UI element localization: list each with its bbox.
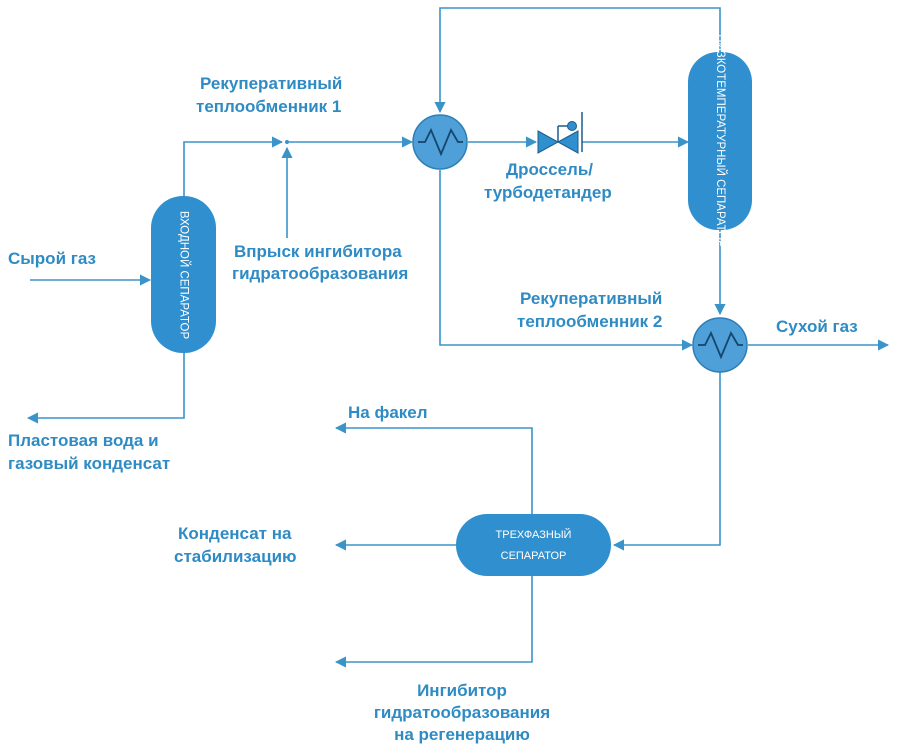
water-condensate-pipe bbox=[26, 352, 185, 424]
inlet-separator-label: ВХОДНОЙ СЕПАРАТОР bbox=[177, 211, 190, 340]
recup-hx1-label-line1: Рекуперативный bbox=[200, 74, 342, 93]
lts-gas-return-pipe bbox=[434, 7, 721, 114]
raw-gas-label: Сырой газ bbox=[8, 249, 96, 268]
inhibitor-regen-pipe bbox=[334, 576, 533, 668]
lowtemp-separator: НИЗКОТЕМПЕРАТУРНЫЙ СЕПАРАТОР bbox=[688, 34, 752, 248]
inhibitor-regen-label-line2: гидратообразования bbox=[374, 703, 550, 722]
recup-hx2-label-line2: теплообменник 2 bbox=[517, 312, 662, 331]
inhibitor-injection-label-line2: гидратообразования bbox=[232, 264, 408, 283]
threephase-separator-label-line2: СЕПАРАТОР bbox=[501, 550, 567, 562]
mixing-point bbox=[285, 140, 289, 144]
inhibitor-regen-label-line1: Ингибитор bbox=[417, 681, 507, 700]
inhibitor-regen-label-line3: на регенерацию bbox=[394, 725, 530, 744]
hx2-to-3phase-pipe bbox=[612, 372, 721, 551]
heat-exchanger-icon bbox=[692, 317, 748, 373]
heat-exchanger-icon bbox=[412, 114, 468, 170]
water-condensate-label-line1: Пластовая вода и bbox=[8, 431, 159, 450]
condensate-stab-label-line2: стабилизацию bbox=[174, 547, 297, 566]
threephase-separator: ТРЕХФАЗНЫЙ СЕПАРАТОР bbox=[456, 514, 611, 576]
throttle-valve-icon bbox=[537, 112, 583, 154]
recup-hx1-label-line2: теплообменник 1 bbox=[196, 97, 341, 116]
dry-gas-label: Сухой газ bbox=[776, 317, 858, 336]
water-condensate-label-line2: газовый конденсат bbox=[8, 454, 170, 473]
lowtemp-separator-label: НИЗКОТЕМПЕРАТУРНЫЙ СЕПАРАТОР bbox=[714, 34, 727, 248]
flare-pipe bbox=[334, 422, 533, 515]
throttle-label-line2: турбодетандер bbox=[484, 183, 612, 202]
inhibitor-injection-label-line1: Впрыск ингибитора bbox=[234, 242, 402, 261]
separator-gas-outlet-pipe bbox=[183, 136, 284, 200]
recup-hx2-label-line1: Рекуперативный bbox=[520, 289, 662, 308]
inlet-separator: ВХОДНОЙ СЕПАРАТОР bbox=[151, 196, 216, 353]
throttle-label-line1: Дроссель/ bbox=[506, 160, 593, 179]
flare-label: На факел bbox=[348, 403, 428, 422]
hx1-to-hx2-pipe bbox=[439, 170, 694, 351]
condensate-stab-label-line1: Конденсат на bbox=[178, 524, 292, 543]
threephase-separator-label-line1: ТРЕХФАЗНЫЙ bbox=[496, 528, 572, 541]
